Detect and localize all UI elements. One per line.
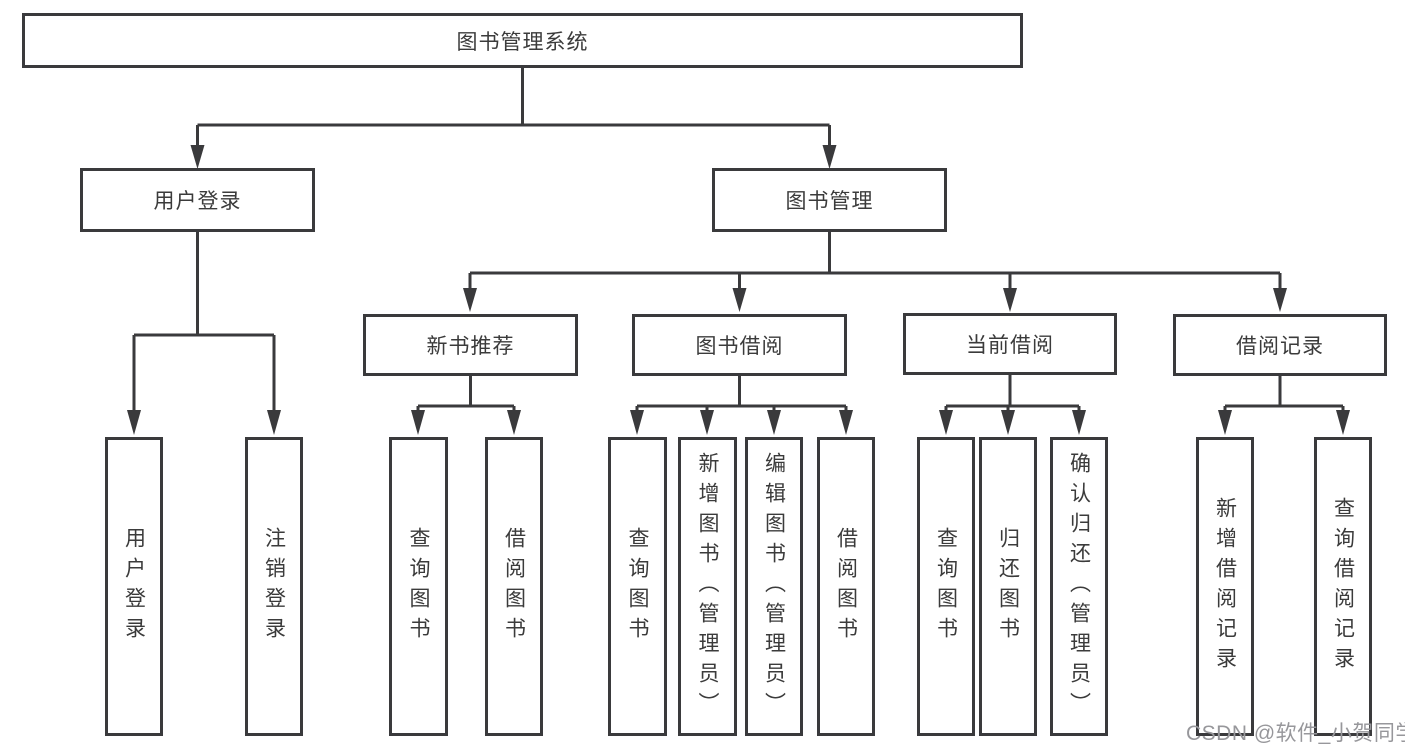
node-label: 当前借阅 [966, 334, 1054, 357]
leaf-user-login: 用户登录 [105, 437, 163, 736]
leaf-label: 借阅图书 [834, 526, 858, 647]
leaf-label: 查询图书 [407, 526, 430, 647]
leaf-query-books-current: 查询图书 [917, 437, 975, 736]
leaf-query-books-borrowing: 查询图书 [608, 437, 667, 736]
node-book-management: 图书管理 [712, 168, 947, 232]
leaf-borrow-books: 借阅图书 [817, 437, 875, 736]
leaf-label: 查询借阅记录 [1331, 496, 1355, 677]
node-user-login: 用户登录 [80, 168, 315, 232]
leaf-confirm-return-admin: 确认归还（管理员） [1050, 437, 1108, 736]
node-root-label: 图书管理系统 [456, 30, 589, 54]
node-new-book-recommend: 新书推荐 [363, 314, 578, 376]
leaf-label: 借阅图书 [502, 526, 526, 647]
leaf-label: 用户登录 [122, 526, 146, 647]
node-label: 借阅记录 [1236, 335, 1324, 358]
leaf-query-books-recommend: 查询图书 [389, 437, 448, 736]
leaf-edit-books-admin: 编辑图书（管理员） [745, 437, 803, 736]
node-label: 图书借阅 [695, 335, 784, 358]
node-label: 图书管理 [785, 190, 874, 213]
leaf-label: 新增图书（管理员） [696, 451, 719, 722]
leaf-borrow-books-recommend: 借阅图书 [485, 437, 543, 736]
leaf-query-borrow-record: 查询借阅记录 [1314, 437, 1372, 736]
leaf-label: 查询图书 [934, 526, 958, 647]
leaf-logout: 注销登录 [245, 437, 303, 736]
node-label: 新书推荐 [426, 335, 515, 358]
leaf-label: 新增借阅记录 [1213, 496, 1237, 677]
node-root: 图书管理系统 [22, 13, 1023, 68]
csdn-watermark: CSDN @软件_小贺同学 [1186, 722, 1405, 745]
leaf-label: 归还图书 [996, 526, 1020, 647]
leaf-label: 查询图书 [626, 526, 649, 647]
node-label: 用户登录 [153, 190, 242, 213]
node-book-borrowing: 图书借阅 [632, 314, 847, 376]
leaf-label: 编辑图书（管理员） [762, 451, 786, 722]
leaf-add-books-admin: 新增图书（管理员） [678, 437, 737, 736]
leaf-add-borrow-record: 新增借阅记录 [1196, 437, 1254, 736]
leaf-label: 确认归还（管理员） [1067, 451, 1091, 722]
node-borrowing-records: 借阅记录 [1173, 314, 1387, 376]
leaf-return-books: 归还图书 [979, 437, 1037, 736]
node-current-borrowing: 当前借阅 [903, 313, 1117, 375]
leaf-label: 注销登录 [262, 526, 286, 647]
